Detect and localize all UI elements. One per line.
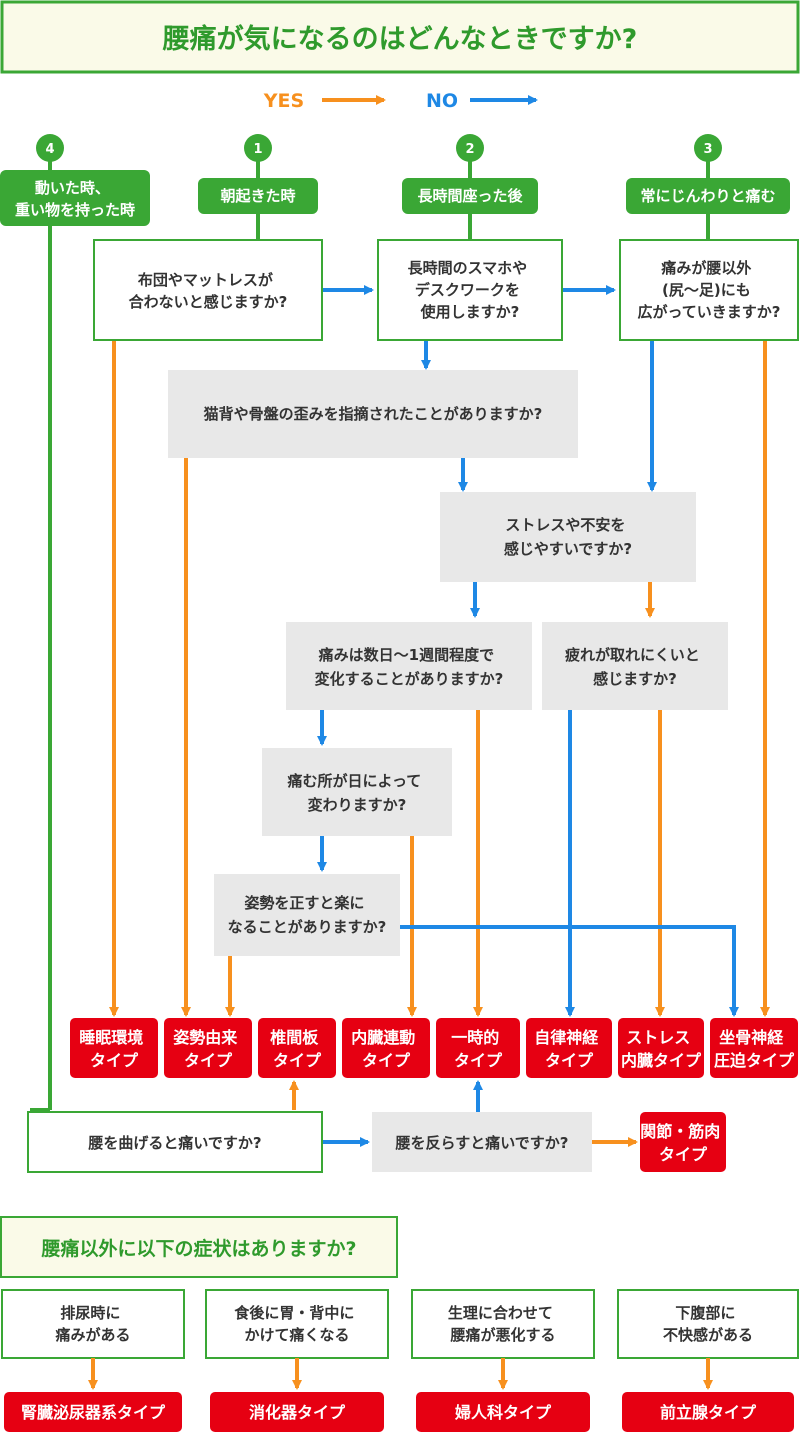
svg-text:排尿時に 痛みがある: 排尿時に 痛みがある: [54, 1304, 130, 1344]
start-label: 長時間座った後: [417, 187, 523, 205]
svg-text:婦人科タイプ: 婦人科タイプ: [454, 1403, 552, 1422]
result-disc: 椎間板 タイプ: [258, 1018, 336, 1078]
start-label-box: [0, 170, 150, 226]
other-title: 腰痛以外に以下の症状はありますか?: [40, 1237, 356, 1260]
legend: YES NO: [263, 90, 538, 112]
question-posture: 猫背や骨盤の歪みを指摘されたことがありますか?: [168, 370, 578, 458]
start-number-badge: [456, 134, 484, 162]
symptom-digestive: 食後に胃・背中に かけて痛くなる 消化器タイプ: [205, 1289, 389, 1432]
svg-text:坐骨神経 圧迫タイプ: 坐骨神経 圧迫タイプ: [714, 1028, 795, 1070]
svg-text:痛みは数日〜1週間程度で 変化することがあります: 痛みは数日〜1週間程度で 変化することがありますか?: [315, 646, 504, 688]
svg-text:腎臓泌尿器系タイプ: 腎臓泌尿器系タイプ: [21, 1403, 166, 1422]
result-temporary: 一時的 タイプ: [436, 1018, 520, 1078]
svg-text:睡眠環境 タイプ: 睡眠環境 タイプ: [79, 1028, 149, 1070]
start-label: 動いた時、 重い物を持った時: [15, 179, 135, 219]
result-organ: 内臓連動 タイプ: [342, 1018, 430, 1078]
title-box: [0, 0, 800, 74]
start-3: 3 常にじんわりと痛む: [626, 134, 790, 214]
question-bend: 腰を曲げると痛いですか?: [27, 1111, 323, 1173]
question-days: 痛みは数日〜1週間程度で 変化することがありますか?: [286, 622, 532, 710]
svg-text:下腹部に 不快感がある: 下腹部に 不快感がある: [663, 1304, 753, 1344]
start-number-badge: [36, 134, 64, 162]
symptom-urinary: 排尿時に 痛みがある 腎臓泌尿器系タイプ: [1, 1289, 185, 1432]
svg-text:関節・筋肉 タイプ: 関節・筋肉 タイプ: [640, 1122, 726, 1164]
svg-text:布団やマットレスが 合わないと感じますか?: 布団やマットレスが 合わないと感じますか?: [128, 271, 288, 311]
connectors: [30, 148, 770, 1147]
question-smartphone: 長時間のスマホや デスクワークを 使用しますか?: [377, 239, 563, 341]
start-number-badge: [694, 134, 722, 162]
svg-text:痛む所が日によって 変わりますか?: 痛む所が日によって 変わりますか?: [286, 772, 426, 814]
start-number: 3: [703, 142, 712, 157]
svg-text:自律神経 タイプ: 自律神経 タイプ: [534, 1028, 604, 1070]
result-sleep: 睡眠環境 タイプ: [70, 1018, 158, 1078]
svg-text:長時間のスマホや デスクワークを 使: 長時間のスマホや デスクワークを 使用しますか?: [408, 259, 533, 321]
result-posture: 姿勢由来 タイプ: [164, 1018, 252, 1078]
svg-text:姿勢を正すと楽に なることがありますか?: 姿勢を正すと楽に なることがありますか?: [228, 894, 387, 936]
start-label-box: [198, 178, 318, 214]
svg-text:消化器タイプ: 消化器タイプ: [249, 1403, 346, 1422]
svg-text:内臓連動 タイプ: 内臓連動 タイプ: [351, 1028, 421, 1070]
question-correct: 姿勢を正すと楽に なることがありますか?: [214, 874, 400, 956]
start-2: 2 長時間座った後: [402, 134, 538, 214]
start-number: 1: [253, 142, 262, 157]
symptom-prostate: 下腹部に 不快感がある 前立腺タイプ: [617, 1289, 799, 1432]
svg-text:疲れが取れにくいと 感じますか?: 疲れが取れにくいと 感じますか?: [565, 646, 705, 688]
question-stress: ストレスや不安を 感じやすいですか?: [440, 492, 696, 582]
symptom-gynecological: 生理に合わせて 腰痛が悪化する 婦人科タイプ: [411, 1289, 595, 1432]
svg-text:生理に合わせて 腰痛が悪化する: 生理に合わせて 腰痛が悪化する: [448, 1304, 558, 1344]
start-label: 朝起きた時: [220, 187, 295, 205]
start-4: 4 動いた時、 重い物を持った時: [0, 134, 150, 226]
start-1: 1 朝起きた時: [198, 134, 318, 214]
page-title: 腰痛が気になるのはどんなときですか?: [162, 23, 638, 55]
start-number: 2: [465, 142, 474, 157]
svg-text:ストレス 内臓タイプ: ストレス 内臓タイプ: [621, 1028, 702, 1070]
svg-text:椎間板 タイプ: 椎間板 タイプ: [270, 1028, 324, 1070]
legend-no-label: NO: [426, 90, 458, 112]
svg-text:腰を曲げると痛いですか?: 腰を曲げると痛いですか?: [87, 1134, 261, 1152]
question-spread: 痛みが腰以外 (尻〜足)にも 広がっていきますか?: [619, 239, 799, 341]
svg-text:一時的 タイプ: 一時的 タイプ: [451, 1028, 505, 1070]
svg-text:痛みが腰以外 (尻〜足)にも 広がっ: 痛みが腰以外 (尻〜足)にも 広がっていきますか?: [638, 259, 781, 321]
svg-text:猫背や骨盤の歪みを指摘されたことがありますか?: 猫背や骨盤の歪みを指摘されたことがありますか?: [204, 405, 543, 423]
result-joint: 関節・筋肉 タイプ: [640, 1112, 726, 1172]
other-title-box: [0, 1216, 398, 1278]
question-futon: 布団やマットレスが 合わないと感じますか?: [93, 239, 323, 341]
start-label-box: [402, 178, 538, 214]
result-autonomic: 自律神経 タイプ: [526, 1018, 612, 1078]
start-number-badge: [244, 134, 272, 162]
question-place: 痛む所が日によって 変わりますか?: [262, 748, 452, 836]
svg-text:前立腺タイプ: 前立腺タイプ: [660, 1403, 757, 1422]
result-stress-organ: ストレス 内臓タイプ: [618, 1018, 704, 1078]
question-arch: 腰を反らすと痛いですか?: [372, 1112, 592, 1172]
start-number: 4: [45, 142, 54, 157]
start-label-box: [626, 178, 790, 214]
svg-text:食後に胃・背中に かけて痛くなる: 食後に胃・背中に かけて痛くなる: [234, 1304, 359, 1344]
svg-text:姿勢由来 タイプ: 姿勢由来 タイプ: [173, 1028, 243, 1070]
svg-text:腰を反らすと痛いですか?: 腰を反らすと痛いですか?: [395, 1134, 569, 1152]
legend-yes-label: YES: [263, 90, 304, 112]
result-sciatic: 坐骨神経 圧迫タイプ: [710, 1018, 798, 1078]
start-label: 常にじんわりと痛む: [640, 187, 775, 205]
svg-text:ストレスや不安を 感じやすいですか?: ストレスや不安を 感じやすいですか?: [504, 516, 632, 558]
question-fatigue: 疲れが取れにくいと 感じますか?: [542, 622, 728, 710]
